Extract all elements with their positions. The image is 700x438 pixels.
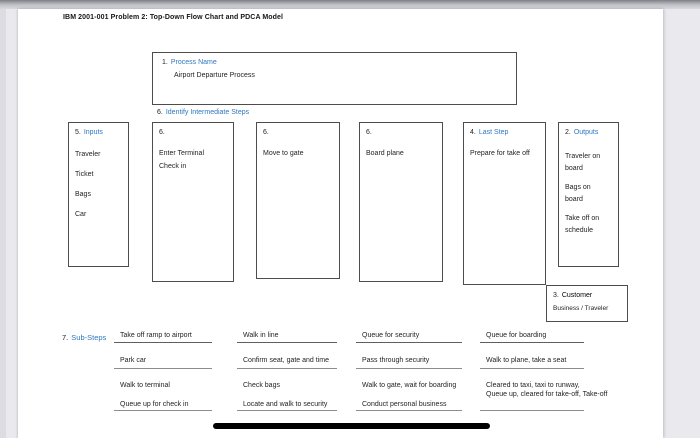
step-box-1: 6. Enter Terminal Check in bbox=[152, 122, 234, 282]
sub-step-cell: Queue for boarding bbox=[480, 331, 584, 343]
step-3-number: 6. bbox=[366, 129, 372, 136]
sub-steps-column-1: Take off ramp to airport Park car Walk t… bbox=[114, 331, 212, 415]
last-step-number: 4. bbox=[470, 129, 476, 136]
sub-step-cell: Take off ramp to airport bbox=[114, 331, 212, 343]
outputs-item: Take off on schedule bbox=[565, 215, 600, 234]
outputs-label: Outputs bbox=[573, 129, 599, 136]
window-top-bar bbox=[0, 0, 700, 9]
process-name-box: 1.Process Name Airport Departure Process bbox=[152, 52, 517, 105]
sub-step-cell: Check bags bbox=[243, 382, 280, 389]
left-margin-strip bbox=[0, 9, 6, 438]
outputs-list: Traveler on board Bags on board Take off… bbox=[559, 151, 618, 237]
sub-step-cell: Walk in line bbox=[237, 331, 337, 343]
process-name-value: Airport Departure Process bbox=[174, 72, 255, 79]
process-name-label: Process Name bbox=[170, 59, 217, 66]
sub-step-cell: Walk to gate, wait for boarding bbox=[362, 382, 457, 389]
last-step-box: 4.Last Step Prepare for take off bbox=[463, 122, 546, 285]
step-box-2: 6. Move to gate bbox=[256, 122, 340, 279]
outputs-box: 2.Outputs Traveler on board Bags on boar… bbox=[558, 122, 619, 267]
last-step-text: Prepare for take off bbox=[470, 150, 530, 157]
inputs-header: 5.Inputs bbox=[69, 123, 128, 137]
step-2-number: 6. bbox=[263, 129, 269, 136]
sub-step-cell: Queue for security bbox=[356, 331, 462, 343]
sub-step-cell bbox=[480, 400, 584, 411]
intermediate-steps-number: 6. bbox=[157, 109, 163, 116]
sub-steps-column-4: Queue for boarding Walk to plane, take a… bbox=[480, 331, 607, 415]
step-2-header: 6. bbox=[257, 123, 339, 137]
outputs-item: Traveler on board bbox=[565, 153, 601, 172]
process-name-header: 1.Process Name bbox=[153, 53, 516, 67]
sub-steps-label: 7.Sub-Steps bbox=[62, 333, 106, 342]
sub-step-cell: Locate and walk to security bbox=[237, 400, 337, 411]
sub-step-cell: Park car bbox=[114, 356, 212, 369]
inputs-box: 5.Inputs Traveler Ticket Bags Car bbox=[68, 122, 129, 267]
bottom-black-bar bbox=[213, 423, 490, 429]
customer-box: 3.Customer Business / Traveler bbox=[546, 285, 628, 322]
inputs-item: Bags bbox=[75, 191, 91, 198]
inputs-item: Car bbox=[75, 211, 87, 218]
document-title: IBM 2001-001 Problem 2: Top-Down Flow Ch… bbox=[63, 14, 284, 21]
sub-steps-column-2: Walk in line Confirm seat, gate and time… bbox=[237, 331, 337, 415]
outputs-number: 2. bbox=[565, 129, 571, 136]
outputs-header: 2.Outputs bbox=[559, 123, 618, 137]
step-1-number: 6. bbox=[159, 129, 165, 136]
step-1-text: Enter Terminal Check in bbox=[159, 150, 205, 170]
sub-steps-column-3: Queue for security Pass through security… bbox=[356, 331, 462, 415]
last-step-header: 4.Last Step bbox=[464, 123, 545, 137]
sub-step-cell: Pass through security bbox=[356, 356, 462, 369]
sub-step-cell: Confirm seat, gate and time bbox=[237, 356, 337, 369]
inputs-item: Traveler bbox=[75, 151, 101, 158]
sub-step-cell: Cleared to taxi, taxi to runway, Queue u… bbox=[486, 382, 607, 398]
step-2-text: Move to gate bbox=[263, 150, 304, 157]
inputs-label: Inputs bbox=[83, 129, 103, 136]
outputs-item: Bags on board bbox=[565, 184, 591, 203]
sub-step-cell: Conduct personal business bbox=[356, 400, 462, 411]
customer-number: 3. bbox=[553, 292, 559, 299]
sub-steps-text: Sub-Steps bbox=[71, 333, 107, 342]
step-box-3: 6. Board plane bbox=[359, 122, 443, 282]
sub-step-cell: Queue up for check in bbox=[114, 400, 212, 411]
inputs-item: Ticket bbox=[75, 171, 94, 178]
customer-label: Customer bbox=[561, 292, 593, 299]
intermediate-steps-text: Identify Intermediate Steps bbox=[165, 109, 250, 116]
last-step-label: Last Step bbox=[478, 129, 509, 136]
sub-steps-number: 7. bbox=[62, 333, 69, 342]
sub-step-cell: Walk to plane, take a seat bbox=[480, 356, 584, 369]
customer-value: Business / Traveler bbox=[553, 305, 609, 312]
step-3-text: Board plane bbox=[366, 150, 404, 157]
intermediate-steps-label: 6.Identify Intermediate Steps bbox=[157, 108, 249, 117]
process-name-number: 1. bbox=[162, 59, 168, 66]
sub-step-cell: Walk to terminal bbox=[120, 382, 170, 389]
inputs-list: Traveler Ticket Bags Car bbox=[69, 149, 128, 221]
inputs-number: 5. bbox=[75, 129, 81, 136]
step-1-header: 6. bbox=[153, 123, 233, 137]
step-3-header: 6. bbox=[360, 123, 442, 137]
customer-header: 3.Customer bbox=[547, 286, 627, 300]
